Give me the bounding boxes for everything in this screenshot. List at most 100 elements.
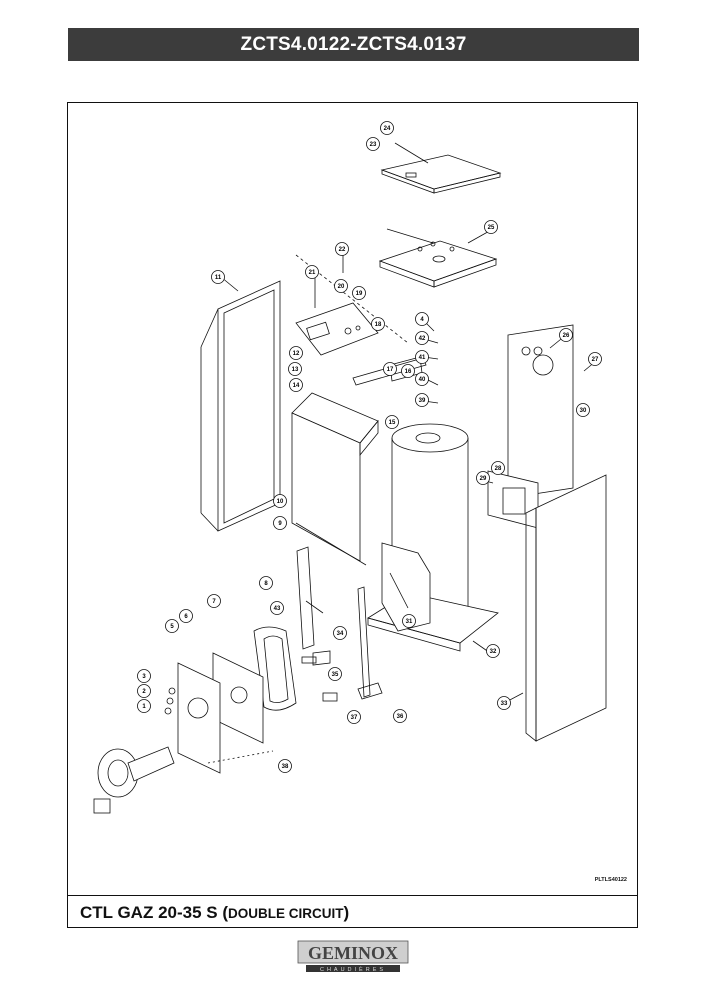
svg-text:29: 29 bbox=[480, 476, 487, 482]
svg-text:34: 34 bbox=[337, 631, 344, 637]
svg-text:32: 32 bbox=[490, 649, 497, 655]
callout-37: 37 bbox=[347, 710, 361, 724]
callout-2: 2 bbox=[137, 684, 151, 698]
svg-text:17: 17 bbox=[387, 367, 394, 373]
svg-text:39: 39 bbox=[419, 398, 426, 404]
svg-text:27: 27 bbox=[592, 357, 599, 363]
callout-39: 39 bbox=[415, 393, 429, 407]
callout-31: 31 bbox=[402, 614, 416, 628]
svg-text:15: 15 bbox=[389, 420, 396, 426]
svg-text:42: 42 bbox=[419, 336, 426, 342]
callout-7: 7 bbox=[207, 594, 221, 608]
part-top-lid bbox=[380, 154, 502, 190]
svg-text:GEMINOX: GEMINOX bbox=[308, 943, 398, 963]
svg-text:26: 26 bbox=[563, 333, 570, 339]
part-rear-panel bbox=[507, 324, 574, 499]
callout-28: 28 bbox=[491, 461, 505, 475]
callout-24: 24 bbox=[380, 121, 394, 135]
svg-text:13: 13 bbox=[292, 367, 299, 373]
svg-text:7: 7 bbox=[212, 599, 216, 605]
svg-text:25: 25 bbox=[488, 225, 495, 231]
callout-34: 34 bbox=[333, 626, 347, 640]
reference-code: PLTLS40122 bbox=[594, 877, 627, 883]
svg-text:16: 16 bbox=[405, 369, 412, 375]
document-title: ZCTS4.0122-ZCTS4.0137 bbox=[240, 33, 467, 55]
svg-text:23: 23 bbox=[370, 142, 377, 148]
svg-text:31: 31 bbox=[406, 619, 413, 625]
svg-text:33: 33 bbox=[501, 701, 508, 707]
svg-text:36: 36 bbox=[397, 714, 404, 720]
callout-8: 8 bbox=[259, 576, 273, 590]
svg-text:19: 19 bbox=[356, 291, 363, 297]
callout-36: 36 bbox=[393, 709, 407, 723]
callout-4: 4 bbox=[415, 312, 429, 326]
callout-21: 21 bbox=[305, 265, 319, 279]
callout-40: 40 bbox=[415, 372, 429, 386]
svg-text:21: 21 bbox=[309, 270, 316, 276]
caption-divider bbox=[68, 895, 637, 896]
svg-text:37: 37 bbox=[351, 715, 358, 721]
geminox-logo: GEMINOX CHAUDIÈRES bbox=[297, 940, 409, 973]
callout-26: 26 bbox=[559, 328, 573, 342]
callout-11: 11 bbox=[211, 270, 225, 284]
svg-text:11: 11 bbox=[215, 275, 222, 281]
callout-10: 10 bbox=[273, 494, 287, 508]
part-left-side-panel bbox=[217, 280, 281, 532]
svg-text:18: 18 bbox=[375, 322, 382, 328]
svg-text:5: 5 bbox=[170, 624, 174, 630]
part-boiler-body bbox=[391, 423, 469, 453]
svg-text:2: 2 bbox=[142, 689, 146, 695]
callout-9: 9 bbox=[273, 516, 287, 530]
callout-6: 6 bbox=[179, 609, 193, 623]
svg-text:28: 28 bbox=[495, 466, 502, 472]
callout-22: 22 bbox=[335, 242, 349, 256]
svg-text:6: 6 bbox=[184, 614, 188, 620]
part-top-panel bbox=[378, 240, 498, 282]
part-control-panel bbox=[295, 302, 379, 356]
callout-41: 41 bbox=[415, 350, 429, 364]
svg-text:40: 40 bbox=[419, 377, 426, 383]
callout-42: 42 bbox=[415, 331, 429, 345]
svg-text:22: 22 bbox=[339, 247, 346, 253]
svg-text:35: 35 bbox=[332, 672, 339, 678]
callout-17: 17 bbox=[383, 362, 397, 376]
callout-1: 1 bbox=[137, 699, 151, 713]
svg-text:38: 38 bbox=[282, 764, 289, 770]
callout-25: 25 bbox=[484, 220, 498, 234]
svg-text:8: 8 bbox=[264, 581, 268, 587]
svg-text:20: 20 bbox=[338, 284, 345, 290]
callout-5: 5 bbox=[165, 619, 179, 633]
svg-text:9: 9 bbox=[278, 521, 282, 527]
callout-33: 33 bbox=[497, 696, 511, 710]
svg-text:CHAUDIÈRES: CHAUDIÈRES bbox=[320, 966, 386, 973]
svg-text:12: 12 bbox=[293, 351, 300, 357]
callout-35: 35 bbox=[328, 667, 342, 681]
callout-12: 12 bbox=[289, 346, 303, 360]
callout-38: 38 bbox=[278, 759, 292, 773]
diagram-caption: CTL GAZ 20-35 S (DOUBLE CIRCUIT) bbox=[80, 903, 350, 922]
callout-29: 29 bbox=[476, 471, 490, 485]
callout-3: 3 bbox=[137, 669, 151, 683]
callout-16: 16 bbox=[401, 364, 415, 378]
callout-30: 30 bbox=[576, 403, 590, 417]
callout-23: 23 bbox=[366, 137, 380, 151]
svg-text:1: 1 bbox=[142, 704, 146, 710]
header-bar: ZCTS4.0122-ZCTS4.0137 bbox=[68, 28, 639, 61]
svg-text:4: 4 bbox=[420, 317, 424, 323]
callout-15: 15 bbox=[385, 415, 399, 429]
callout-20: 20 bbox=[334, 279, 348, 293]
exploded-view-diagram: 24 23 25 22 11 21 20 19 18 4 42 41 40 39… bbox=[93, 121, 607, 814]
diagram-frame: 24 23 25 22 11 21 20 19 18 4 42 41 40 39… bbox=[67, 102, 638, 928]
callout-43: 43 bbox=[270, 601, 284, 615]
callout-13: 13 bbox=[288, 362, 302, 376]
svg-text:3: 3 bbox=[142, 674, 146, 680]
svg-text:30: 30 bbox=[580, 408, 587, 414]
svg-text:41: 41 bbox=[419, 355, 426, 361]
svg-text:14: 14 bbox=[293, 383, 300, 389]
svg-text:24: 24 bbox=[384, 126, 391, 132]
callout-27: 27 bbox=[588, 352, 602, 366]
callout-18: 18 bbox=[371, 317, 385, 331]
callout-14: 14 bbox=[289, 378, 303, 392]
part-right-side-panel bbox=[535, 474, 607, 742]
callout-19: 19 bbox=[352, 286, 366, 300]
